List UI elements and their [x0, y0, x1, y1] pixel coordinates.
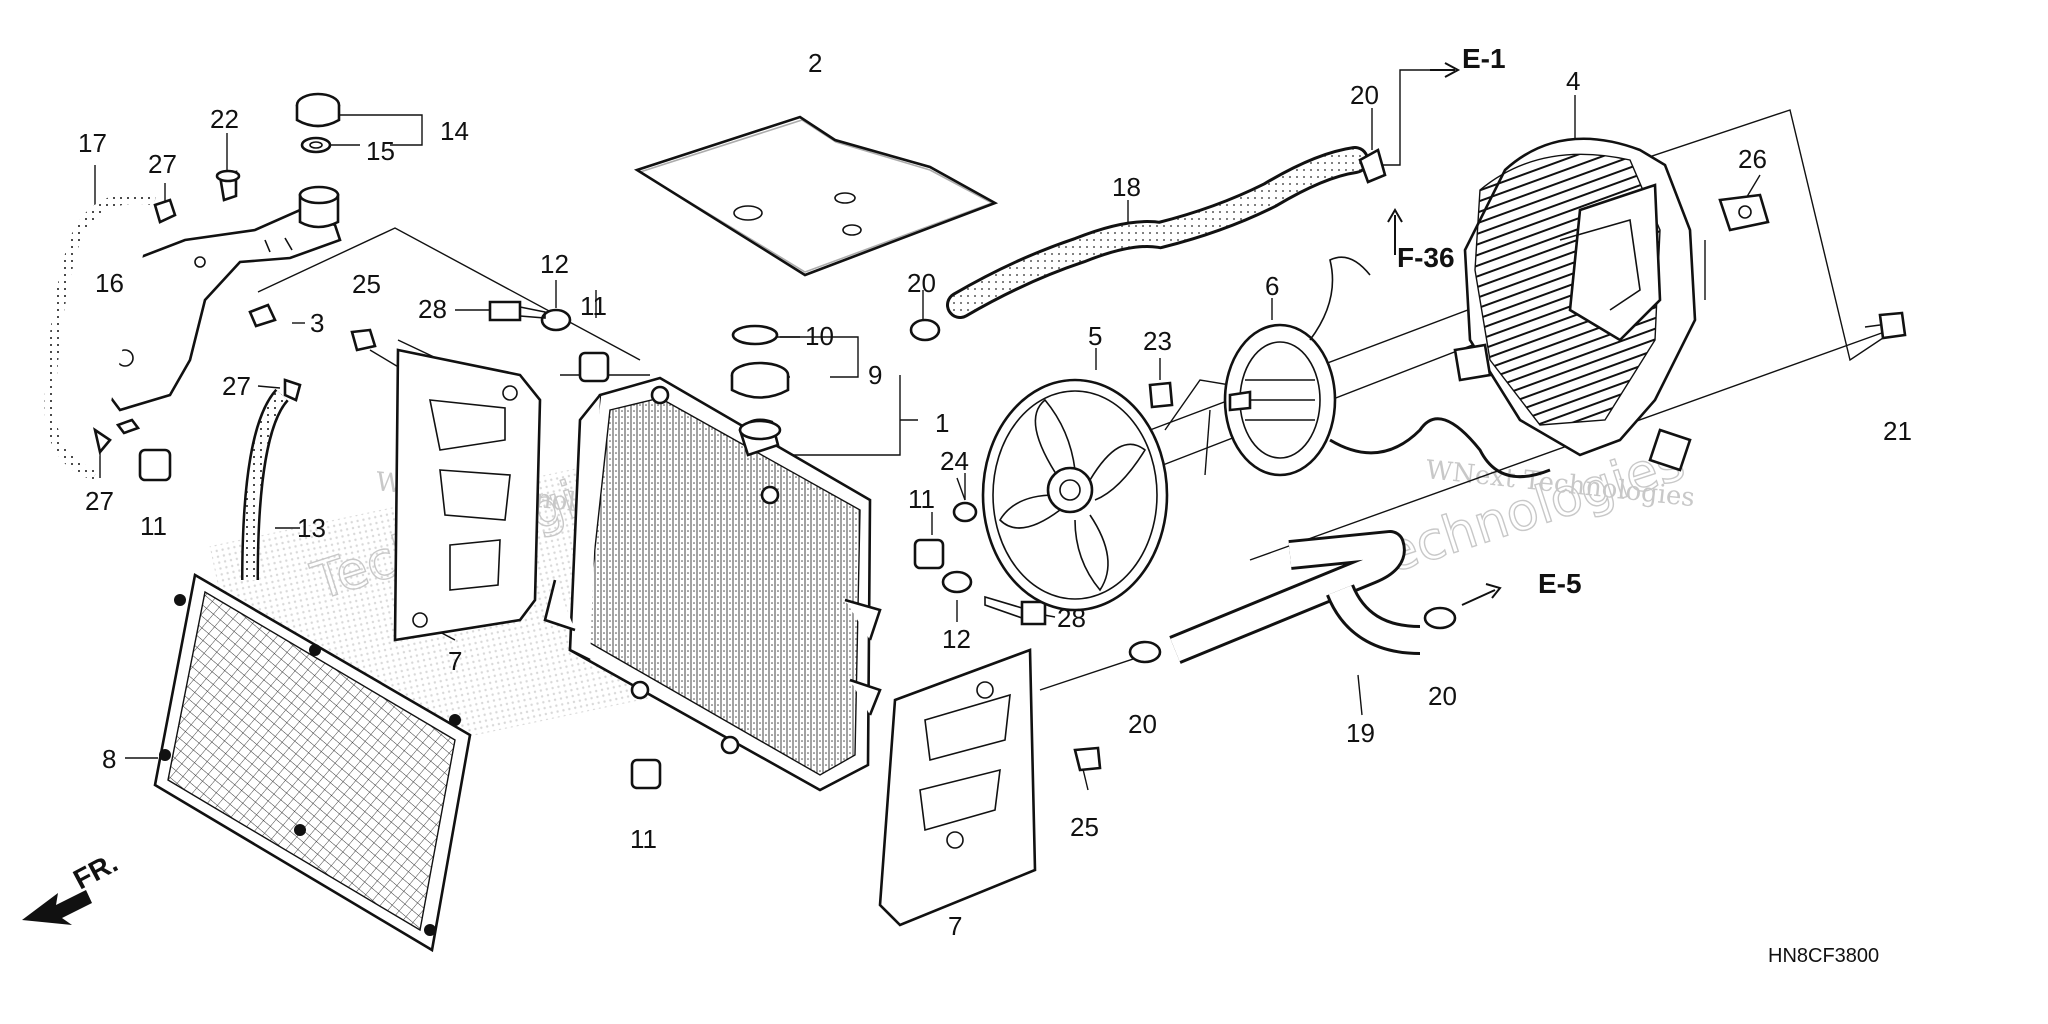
- callout-5: 5: [1088, 321, 1102, 351]
- callout-13: 13: [297, 513, 326, 543]
- ref-f36: F-36: [1397, 242, 1455, 273]
- front-arrow-icon: [22, 890, 92, 925]
- callout-20-a: 20: [1350, 80, 1379, 110]
- callout-3: 3: [310, 308, 324, 338]
- part-code: HN8CF3800: [1768, 945, 1879, 967]
- part-clips: [93, 169, 302, 455]
- callout-11-b: 11: [580, 291, 607, 321]
- part-fan-blade: [981, 378, 1169, 612]
- part-radiator: [543, 376, 882, 792]
- part-wire-harness: [1329, 417, 1551, 479]
- callout-20-c: 20: [1128, 709, 1157, 739]
- callout-18: 18: [1112, 172, 1141, 202]
- part-overflow-hose: [44, 192, 156, 481]
- part-hose-13: [241, 388, 290, 581]
- callout-28-b: 28: [1057, 603, 1086, 633]
- callout-8: 8: [102, 744, 116, 774]
- callout-11-c: 11: [908, 484, 935, 514]
- callout-9: 9: [868, 360, 882, 390]
- part-reserve-tank: [103, 185, 342, 435]
- callout-15: 15: [366, 136, 395, 166]
- part-bracket-left: [393, 348, 542, 642]
- callout-28-a: 28: [418, 294, 447, 324]
- callouts: 1 2 3 4 5 6 7 7 8 9 10 11 11 11 11 12 12…: [78, 48, 1912, 941]
- ref-e1: E-1: [1462, 43, 1506, 74]
- part-tank-cap: [295, 92, 341, 154]
- part-bolts-28: [488, 300, 1047, 626]
- callout-12-b: 12: [942, 624, 971, 654]
- watermark-text-right: Technologies: [1355, 432, 1692, 593]
- part-bolts-25: [350, 328, 1102, 772]
- callout-19: 19: [1346, 718, 1375, 748]
- callout-27-c: 27: [85, 486, 114, 516]
- callout-16: 16: [95, 268, 124, 298]
- ref-arrow-e5-icon: [1461, 583, 1502, 606]
- callout-22: 22: [210, 104, 239, 134]
- callout-20-d: 20: [1428, 681, 1457, 711]
- callout-6: 6: [1265, 271, 1279, 301]
- part-radiator-guard: [153, 572, 472, 953]
- callout-17: 17: [78, 128, 107, 158]
- part-upper-hose: [946, 146, 1369, 319]
- part-bracket-right: [878, 648, 1037, 927]
- part-cover-plate: [633, 115, 999, 277]
- callout-14: 14: [440, 116, 469, 146]
- callout-7-right: 7: [948, 911, 962, 941]
- front-label: FR.: [68, 847, 122, 896]
- callout-21: 21: [1883, 416, 1912, 446]
- callout-25-a: 25: [352, 269, 381, 299]
- ref-arrow-f36-icon: [1387, 208, 1403, 255]
- callout-26: 26: [1738, 144, 1767, 174]
- callout-2: 2: [808, 48, 822, 78]
- part-clamps-20: [909, 148, 1457, 664]
- part-bolt-23: [1148, 381, 1174, 409]
- ref-e5: E-5: [1538, 568, 1582, 599]
- callout-11-d: 11: [630, 824, 657, 854]
- part-radiator-cap: [730, 324, 790, 399]
- callout-27-a: 27: [148, 149, 177, 179]
- callout-10: 10: [805, 321, 834, 351]
- callout-23: 23: [1143, 326, 1172, 356]
- part-collars: [540, 308, 973, 594]
- part-grommets: [138, 351, 945, 790]
- callout-27-b: 27: [222, 371, 251, 401]
- parts: [22, 62, 1907, 953]
- callout-1: 1: [935, 408, 949, 438]
- part-fan-motor: [1223, 256, 1371, 477]
- part-clip-26: [1718, 193, 1770, 232]
- callout-4: 4: [1566, 66, 1580, 96]
- part-bolt-21: [1864, 311, 1907, 340]
- part-fan-nut: [952, 501, 978, 523]
- callout-12-a: 12: [540, 249, 569, 279]
- callout-25-b: 25: [1070, 812, 1099, 842]
- callout-7-left: 7: [448, 646, 462, 676]
- callout-20-b: 20: [907, 268, 936, 298]
- part-fan-shroud: [1453, 137, 1697, 472]
- callout-24: 24: [940, 446, 969, 476]
- callout-11-a: 11: [140, 511, 167, 541]
- part-lower-hose: [1169, 530, 1421, 664]
- ref-arrow-e1-icon: [1430, 62, 1461, 78]
